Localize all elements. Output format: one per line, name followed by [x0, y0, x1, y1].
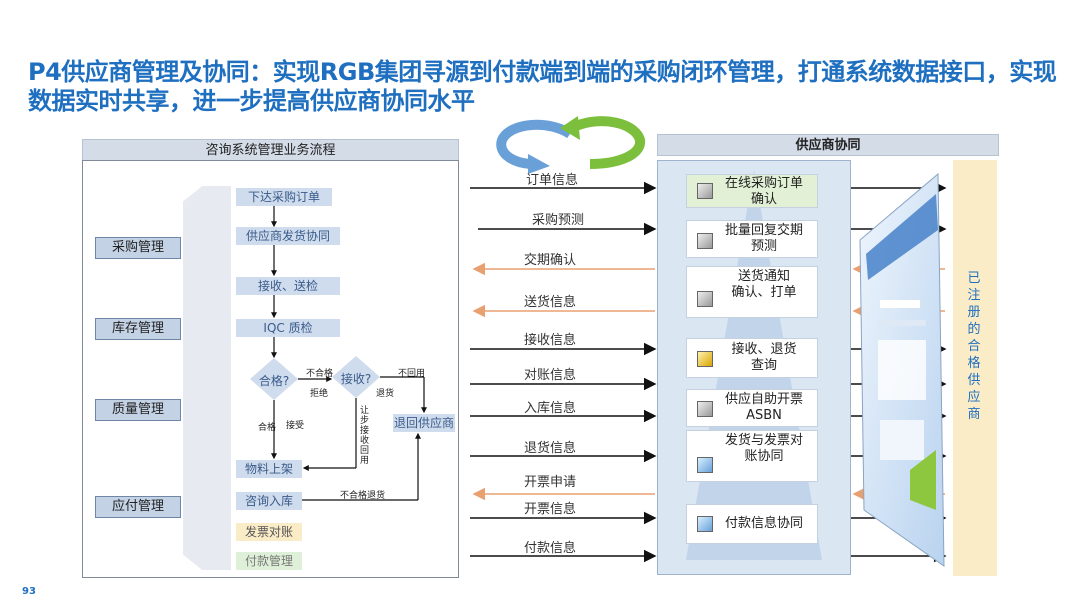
- label-fail: 不合格: [306, 369, 334, 379]
- label-fail-return: 不合格退货: [340, 491, 386, 501]
- msg-invoice-request: 开票申请: [523, 475, 576, 490]
- step-receive-inspect: 接收、送检: [236, 277, 340, 295]
- right-header: 供应商协同: [657, 134, 999, 156]
- document-icon: [697, 401, 713, 417]
- registered-suppliers-band: [953, 160, 997, 576]
- document-icon: [697, 183, 713, 199]
- label-return-goods: 退货: [376, 389, 395, 399]
- label-reject: 拒绝: [310, 389, 329, 399]
- document-icon: [697, 516, 713, 532]
- page-title: P4供应商管理及协同：实现RGB集团寻源到付款端到端的采购闭环管理，打通系统数据…: [28, 58, 1057, 115]
- msg-delivery-confirm: 交期确认: [523, 253, 576, 268]
- collab-item-1: 在线采购订单 确认: [686, 174, 818, 208]
- category-payables: 应付管理: [95, 496, 181, 518]
- document-icon: [697, 457, 713, 473]
- label-concession: 让步接收回用: [360, 406, 370, 466]
- msg-receipt-info: 接收信息: [523, 333, 576, 348]
- collab-item-7: 付款信息协同: [686, 504, 818, 544]
- step-iqc: IQC 质检: [236, 319, 340, 337]
- cycle-arrows-icon: [496, 116, 646, 174]
- document-icon: [697, 351, 713, 367]
- step-return-supplier: 退回供应商: [393, 414, 455, 432]
- step-issue-po: 下达采购订单: [236, 188, 332, 206]
- msg-payment-info: 付款信息: [523, 541, 576, 556]
- flow-bracket: [183, 186, 231, 570]
- label-pass: 合格: [258, 423, 277, 433]
- collab-item-5: 供应自助开票 ASBN: [686, 389, 818, 427]
- msg-delivery-info: 送货信息: [523, 295, 576, 310]
- page-number: 93: [22, 586, 36, 597]
- msg-purchase-forecast: 采购预测: [531, 213, 584, 228]
- category-inventory: 库存管理: [95, 318, 181, 340]
- msg-order-info: 订单信息: [525, 173, 578, 188]
- msg-invoice-info: 开票信息: [523, 502, 576, 517]
- registered-suppliers-label: 已注册的合格供应商: [967, 271, 981, 422]
- collab-item-3: 送货通知 确认、打单: [686, 266, 818, 318]
- step-supplier-ship: 供应商发货协同: [236, 227, 340, 245]
- msg-return-info: 退货信息: [523, 441, 576, 456]
- collab-item-2: 批量回复交期 预测: [686, 220, 818, 258]
- portal-screenshot: [859, 172, 945, 567]
- category-procurement: 采购管理: [95, 237, 181, 259]
- collab-item-4: 接收、退货 查询: [686, 338, 818, 378]
- collab-item-6: 发货与发票对 账协同: [686, 430, 818, 482]
- msg-reconcile-info: 对账信息: [523, 368, 576, 383]
- label-no-use: 不回用: [398, 369, 426, 379]
- step-payment: 付款管理: [236, 552, 302, 570]
- step-shelving: 物料上架: [236, 460, 302, 478]
- document-icon: [697, 233, 713, 249]
- decision-qualified-label: 合格?: [258, 374, 290, 388]
- document-icon: [697, 291, 713, 307]
- step-stock-in: 咨询入库: [236, 492, 302, 510]
- msg-stockin-info: 入库信息: [523, 401, 576, 416]
- decision-accept-label: 接收?: [340, 372, 372, 386]
- label-accept: 接受: [286, 421, 305, 431]
- step-invoice-reconcile: 发票对账: [236, 523, 302, 541]
- category-quality: 质量管理: [95, 399, 181, 421]
